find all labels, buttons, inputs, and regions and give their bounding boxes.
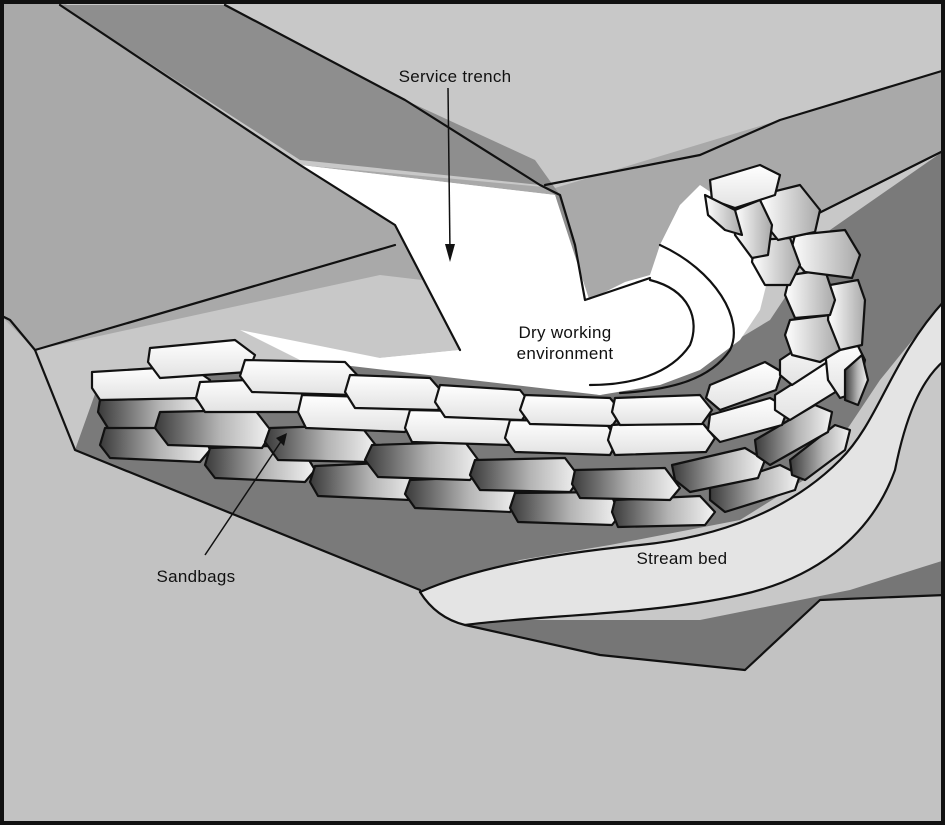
sandbag	[470, 458, 580, 492]
service-trench-label: Service trench	[399, 67, 512, 86]
sandbag	[365, 442, 482, 480]
sandbag	[148, 340, 255, 378]
dry-working-label-line2: environment	[517, 344, 614, 363]
sandbag	[435, 385, 532, 420]
sandbags-label: Sandbags	[157, 567, 236, 586]
sandbag	[520, 395, 622, 426]
sandbag	[155, 410, 272, 448]
sandbag	[612, 395, 712, 425]
sandbag	[345, 375, 445, 410]
dry-working-label-line1: Dry working	[518, 323, 611, 342]
sandbag	[240, 360, 360, 395]
sandbag	[572, 468, 680, 500]
stream-bed-label: Stream bed	[637, 549, 728, 568]
